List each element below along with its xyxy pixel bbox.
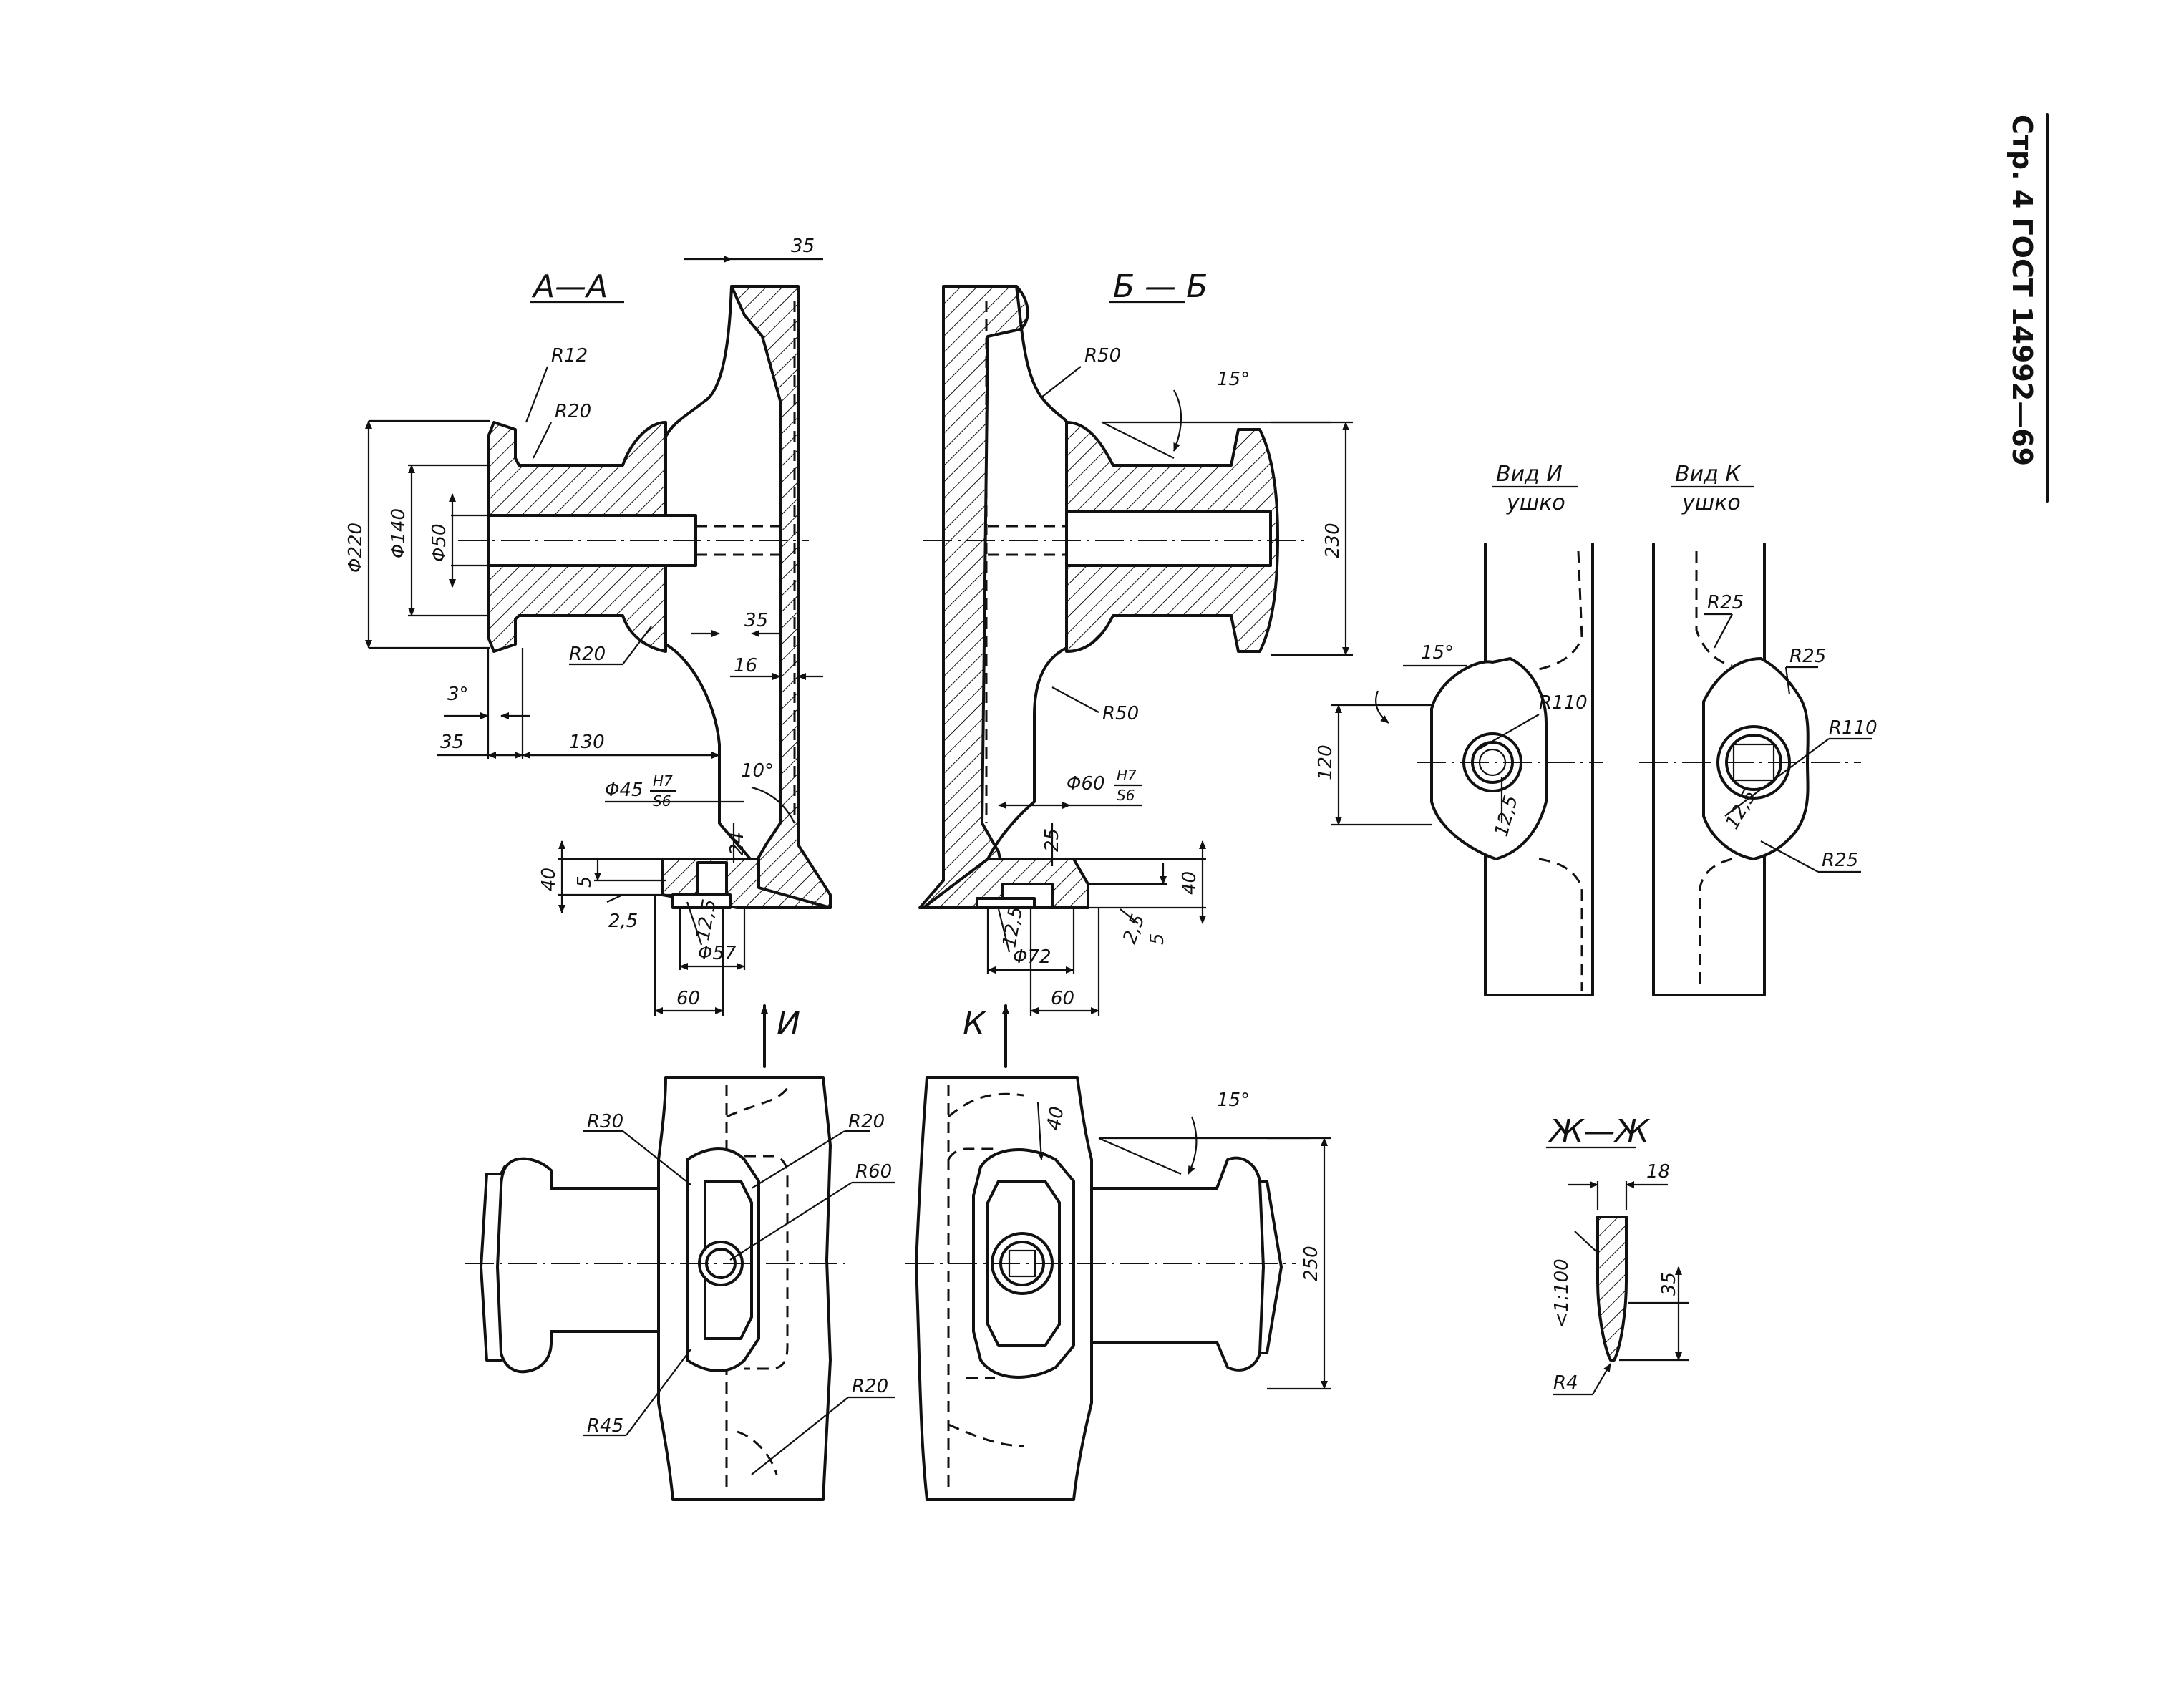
dim-b-d72: Φ72 — [1013, 946, 1051, 968]
dim-vi-r110: R110 — [1539, 692, 1588, 714]
dim-a-d57: Φ57 — [698, 943, 737, 964]
dim-pr-15deg: 15° — [1217, 1090, 1250, 1111]
dim-a-fit45: Φ45 — [605, 780, 643, 801]
dim-a-24: 24 — [727, 832, 748, 855]
plate-b — [918, 285, 1029, 909]
view-k-sub: ушко — [1681, 490, 1741, 515]
dim-pl-r45: R45 — [587, 1415, 623, 1437]
section-a-a-title: А—А — [531, 268, 608, 305]
view-i-title: Вид И — [1496, 462, 1563, 487]
dim-pr-40: 40 — [1043, 1105, 1068, 1132]
dim-b-fit60-den: S6 — [1117, 787, 1135, 804]
dim-b-2-5: 2,5 — [1119, 911, 1149, 946]
dim-vk-r25-b: R25 — [1789, 646, 1826, 667]
bore-b — [1065, 510, 1272, 567]
dim-pr-250: 250 — [1301, 1246, 1322, 1281]
dim-b-r50-top: R50 — [1084, 345, 1121, 367]
dim-vk-r25-a: R25 — [1707, 592, 1744, 613]
plan-view-right: 40 15° 250 — [905, 1076, 1331, 1501]
view-i-sub: ушко — [1506, 490, 1565, 515]
dim-pl-r30: R30 — [587, 1111, 623, 1132]
dim-b-5: 5 — [1147, 933, 1168, 945]
dim-zh-35: 35 — [1658, 1272, 1680, 1296]
dim-a-d220: Φ220 — [345, 523, 366, 573]
dim-a-16: 16 — [734, 655, 757, 676]
dim-a-5: 5 — [574, 875, 596, 888]
section-b-b: Б — Б R50 15° 230 R50 Φ60 H7 S6 25 — [918, 268, 1353, 1016]
dim-vi-15deg: 15° — [1421, 642, 1454, 664]
page-header: Стр. 4 ГОСТ 14992—69 — [2006, 113, 2049, 503]
dim-a-35-left: 35 — [440, 732, 464, 753]
dim-b-230: 230 — [1322, 523, 1344, 558]
view-arrow-k: К — [963, 1004, 1009, 1068]
dim-a-r20-top: R20 — [555, 401, 591, 422]
dim-a-r20-bot: R20 — [569, 644, 606, 665]
section-zh-zh: Ж—Ж 18 <1:100 35 R4 — [1546, 1113, 1689, 1396]
dim-b-fit60-num: H7 — [1117, 767, 1137, 784]
dim-a-fit45-num: H7 — [653, 772, 673, 790]
dim-zh-18: 18 — [1646, 1161, 1670, 1183]
plate-a — [730, 285, 832, 909]
section-b-b-title: Б — Б — [1113, 268, 1208, 305]
dim-b-40: 40 — [1179, 871, 1200, 895]
dim-b-fit60: Φ60 — [1067, 773, 1105, 795]
dim-a-130: 130 — [569, 732, 605, 753]
view-i: Вид И ушко 15° 120 R110 12,5 — [1315, 462, 1603, 996]
dim-pl-r20-a: R20 — [848, 1111, 885, 1132]
dim-zh-taper: <1:100 — [1551, 1258, 1573, 1328]
dim-b-r50-bot: R50 — [1102, 703, 1139, 724]
dim-zh-r4: R4 — [1553, 1372, 1578, 1394]
view-arrow-i-label: И — [777, 1006, 800, 1042]
blade-section — [1596, 1216, 1628, 1362]
section-a-a: А—А 35 R12 R20 Φ220 Φ140 — [345, 236, 832, 1016]
dim-b-60: 60 — [1051, 988, 1074, 1009]
dim-a-40: 40 — [538, 868, 560, 891]
dim-a-2-5: 2,5 — [608, 911, 638, 932]
dim-a-60: 60 — [676, 988, 700, 1009]
plan-view-left: R30 R20 R60 R20 R45 — [465, 1076, 895, 1501]
dim-vk-r25-c: R25 — [1822, 850, 1858, 871]
dim-a-r12: R12 — [551, 345, 588, 367]
view-arrow-k-label: К — [963, 1006, 986, 1042]
dim-pl-r60: R60 — [855, 1161, 892, 1183]
dim-pl-r20-b: R20 — [852, 1376, 888, 1397]
dim-b-15deg: 15° — [1217, 369, 1250, 390]
dim-a-3deg: 3° — [447, 684, 469, 705]
dim-a-35-top: 35 — [791, 236, 815, 257]
dim-a-d50: Φ50 — [429, 523, 450, 562]
dim-a-35-mid: 35 — [744, 610, 768, 631]
view-k-title: Вид К — [1675, 462, 1742, 487]
dim-a-d140: Φ140 — [388, 508, 409, 558]
section-zh-zh-title: Ж—Ж — [1548, 1113, 1650, 1150]
view-arrow-i: И — [761, 1004, 800, 1068]
dim-vk-r110: R110 — [1829, 717, 1878, 739]
dim-vi-120: 120 — [1315, 744, 1336, 780]
dim-a-10deg: 10° — [741, 760, 774, 782]
header-text: Стр. 4 ГОСТ 14992—69 — [2006, 115, 2038, 466]
view-k: Вид К ушко R25 R25 R110 12,5 R25 — [1639, 462, 1878, 996]
